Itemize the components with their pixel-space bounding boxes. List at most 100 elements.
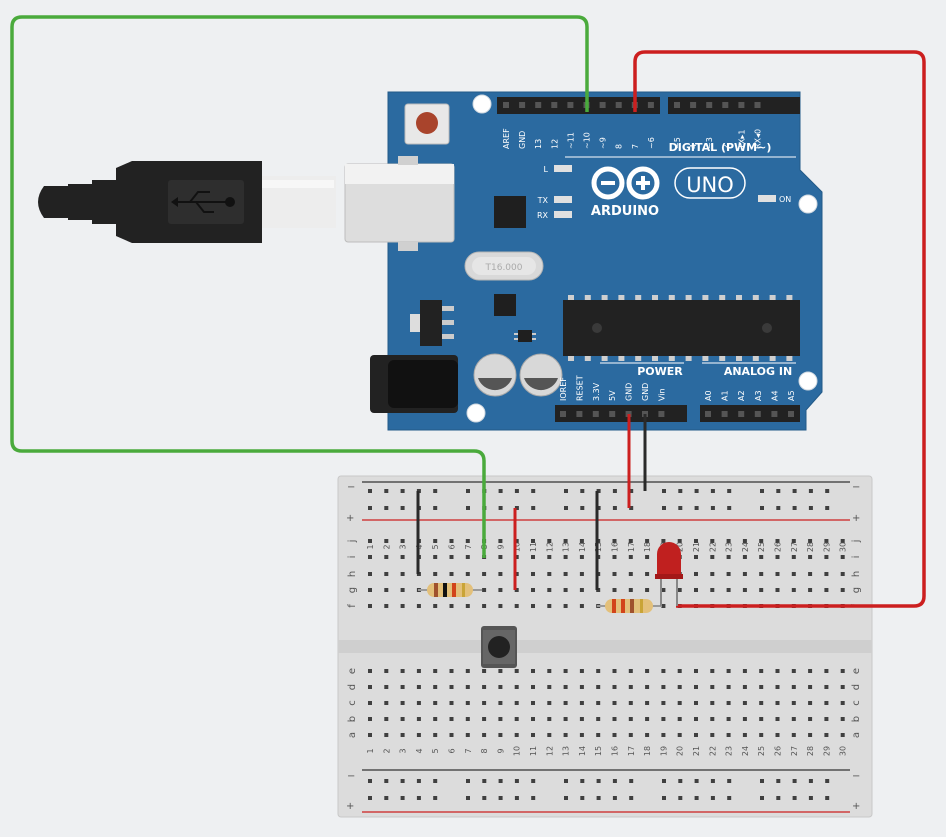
breadboard-hole[interactable] <box>433 669 438 673</box>
breadboard-hole[interactable] <box>400 733 405 737</box>
rail-hole[interactable] <box>710 506 715 510</box>
rail-hole[interactable] <box>368 779 372 783</box>
breadboard-hole[interactable] <box>612 555 617 559</box>
breadboard-hole[interactable] <box>840 685 845 689</box>
pin-socket[interactable] <box>535 102 542 108</box>
breadboard-hole[interactable] <box>482 572 487 576</box>
breadboard-hole[interactable] <box>547 669 552 673</box>
breadboard-hole[interactable] <box>368 539 372 543</box>
pin-socket[interactable] <box>690 102 697 108</box>
pin-socket[interactable] <box>551 102 558 108</box>
breadboard-hole[interactable] <box>433 604 438 608</box>
rail-hole[interactable] <box>564 506 568 510</box>
rail-hole[interactable] <box>531 506 536 510</box>
breadboard-hole[interactable] <box>400 588 405 592</box>
breadboard-hole[interactable] <box>596 733 601 737</box>
breadboard-hole[interactable] <box>531 733 535 737</box>
rail-hole[interactable] <box>760 779 764 783</box>
arduino-uno-board[interactable]: T16.000 L TX RX ON ARDUINO UN <box>344 91 823 431</box>
pin-socket[interactable] <box>788 411 794 417</box>
breadboard-hole[interactable] <box>547 701 552 705</box>
rail-hole[interactable] <box>629 489 634 493</box>
breadboard-hole[interactable] <box>384 733 389 737</box>
breadboard-hole[interactable] <box>775 717 780 721</box>
breadboard-hole[interactable] <box>710 572 715 576</box>
breadboard-hole[interactable] <box>791 685 796 689</box>
breadboard-hole[interactable] <box>498 717 503 721</box>
breadboard-hole[interactable] <box>449 669 454 673</box>
breadboard-hole[interactable] <box>775 701 780 705</box>
rail-hole[interactable] <box>825 796 830 800</box>
breadboard-hole[interactable] <box>465 717 470 721</box>
breadboard-hole[interactable] <box>808 701 813 705</box>
rail-hole[interactable] <box>808 796 813 800</box>
breadboard-hole[interactable] <box>368 701 372 705</box>
breadboard-hole[interactable] <box>677 588 682 592</box>
breadboard-hole[interactable] <box>742 669 747 673</box>
pin-socket[interactable] <box>722 102 729 108</box>
breadboard-hole[interactable] <box>433 685 438 689</box>
breadboard-hole[interactable] <box>368 685 372 689</box>
breadboard-hole[interactable] <box>449 604 454 608</box>
breadboard-hole[interactable] <box>791 669 796 673</box>
breadboard-hole[interactable] <box>661 685 666 689</box>
rail-hole[interactable] <box>760 489 764 493</box>
breadboard-hole[interactable] <box>726 669 731 673</box>
breadboard-hole[interactable] <box>726 572 731 576</box>
rail-hole[interactable] <box>760 796 764 800</box>
breadboard-hole[interactable] <box>612 669 617 673</box>
breadboard-hole[interactable] <box>498 733 503 737</box>
breadboard-hole[interactable] <box>808 733 813 737</box>
rail-hole[interactable] <box>662 796 666 800</box>
rail-hole[interactable] <box>612 779 617 783</box>
breadboard-hole[interactable] <box>628 572 633 576</box>
breadboard-hole[interactable] <box>645 717 650 721</box>
breadboard-hole[interactable] <box>775 539 780 543</box>
rail-hole[interactable] <box>531 796 536 800</box>
rail-hole[interactable] <box>416 779 421 783</box>
rail-hole[interactable] <box>727 796 732 800</box>
rail-hole[interactable] <box>662 779 666 783</box>
wire-green-pin12[interactable] <box>10 15 589 558</box>
rail-hole[interactable] <box>776 506 781 510</box>
pin-socket[interactable] <box>567 102 574 108</box>
rail-hole[interactable] <box>482 796 487 800</box>
breadboard-hole[interactable] <box>498 701 503 705</box>
breadboard-hole[interactable] <box>498 539 503 543</box>
breadboard-hole[interactable] <box>808 572 813 576</box>
breadboard-hole[interactable] <box>791 572 796 576</box>
breadboard-hole[interactable] <box>824 572 829 576</box>
breadboard-hole[interactable] <box>579 717 584 721</box>
wire-red-pin9[interactable] <box>633 50 926 608</box>
breadboard-hole[interactable] <box>498 669 503 673</box>
rail-hole[interactable] <box>433 796 438 800</box>
breadboard-hole[interactable] <box>661 669 666 673</box>
breadboard-hole[interactable] <box>645 701 650 705</box>
breadboard-hole[interactable] <box>759 555 764 559</box>
breadboard-hole[interactable] <box>759 572 764 576</box>
rail-hole[interactable] <box>514 779 519 783</box>
breadboard-hole[interactable] <box>400 572 405 576</box>
breadboard-hole[interactable] <box>384 539 389 543</box>
breadboard-hole[interactable] <box>384 572 389 576</box>
breadboard-hole[interactable] <box>840 572 845 576</box>
breadboard-hole[interactable] <box>449 733 454 737</box>
breadboard-hole[interactable] <box>416 717 421 721</box>
rail-hole[interactable] <box>678 506 683 510</box>
breadboard-hole[interactable] <box>514 539 519 543</box>
breadboard-hole[interactable] <box>661 733 666 737</box>
pin-socket[interactable] <box>738 102 745 108</box>
rail-hole[interactable] <box>662 506 666 510</box>
breadboard-hole[interactable] <box>563 555 568 559</box>
breadboard-hole[interactable] <box>547 555 552 559</box>
breadboard-hole[interactable] <box>840 733 845 737</box>
breadboard-hole[interactable] <box>628 717 633 721</box>
breadboard-hole[interactable] <box>400 604 405 608</box>
breadboard-hole[interactable] <box>514 733 519 737</box>
rail-hole[interactable] <box>466 796 470 800</box>
breadboard-hole[interactable] <box>742 588 747 592</box>
breadboard-hole[interactable] <box>677 539 682 543</box>
breadboard-hole[interactable] <box>368 604 372 608</box>
rail-hole[interactable] <box>596 779 601 783</box>
breadboard-hole[interactable] <box>465 669 470 673</box>
